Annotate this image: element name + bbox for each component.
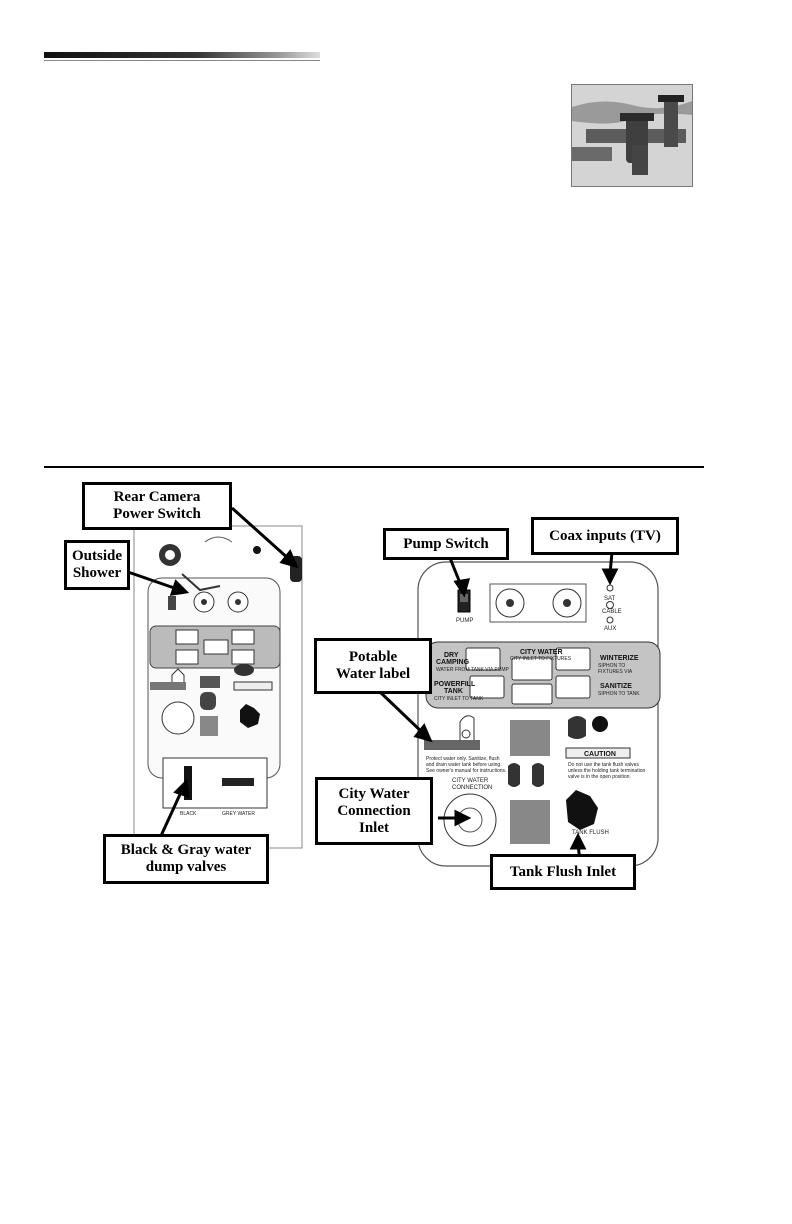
utility-center-figure: BLACK GREY WATER PUMP SAT CABLE AUX <box>0 470 792 910</box>
svg-text:valve is in the open position.: valve is in the open position. <box>568 774 631 780</box>
section-header-underline <box>44 60 320 61</box>
svg-text:CITY INLET TO TANK: CITY INLET TO TANK <box>434 696 484 702</box>
svg-text:WINTERIZE: WINTERIZE <box>600 655 639 662</box>
svg-text:SIPHON TO TANK: SIPHON TO TANK <box>598 691 640 697</box>
svg-text:DRY: DRY <box>444 652 459 659</box>
svg-text:SANITIZE: SANITIZE <box>600 683 632 690</box>
dump-valves-callout: Black & Gray water dump valves <box>103 834 269 884</box>
svg-text:CONNECTION: CONNECTION <box>452 785 492 791</box>
svg-text:CAMPING: CAMPING <box>436 659 470 666</box>
svg-text:TANK FLUSH: TANK FLUSH <box>572 830 609 836</box>
svg-text:WATER FROM TANK VIA PUMP: WATER FROM TANK VIA PUMP <box>436 667 510 673</box>
valve-photo <box>571 84 693 187</box>
svg-text:Do not use the tank flush valv: Do not use the tank flush valves <box>568 762 639 768</box>
tank-flush-inlet-callout: Tank Flush Inlet <box>490 854 636 890</box>
svg-text:GREY WATER: GREY WATER <box>222 811 255 817</box>
svg-text:SIPHON TO: SIPHON TO <box>598 663 625 669</box>
aux-label: AUX <box>604 626 616 632</box>
svg-text:CITY WATER: CITY WATER <box>520 649 563 656</box>
svg-text:See owner's manual for instruc: See owner's manual for instructions. <box>426 768 506 774</box>
outside-shower-callout: Outside Shower <box>64 540 130 590</box>
rear-camera-callout: Rear Camera Power Switch <box>82 482 232 530</box>
sat-label: SAT <box>604 596 616 602</box>
svg-text:CITY WATER: CITY WATER <box>452 778 489 784</box>
right-utility-panel: PUMP SAT CABLE AUX DRY CAMPING WATER FRO… <box>417 561 661 867</box>
city-water-inlet-callout: City Water Connection Inlet <box>315 777 433 845</box>
svg-text:TANK: TANK <box>444 688 463 695</box>
svg-text:POWERFILL: POWERFILL <box>434 681 476 688</box>
left-utility-panel: BLACK GREY WATER <box>133 525 303 849</box>
section-divider <box>44 466 704 468</box>
potable-water-callout: Potable Water label <box>314 638 432 694</box>
pump-switch-callout: Pump Switch <box>383 528 509 560</box>
svg-text:unless the holding tank termin: unless the holding tank termination <box>568 768 645 774</box>
svg-text:CITY INLET TO FIXTURES: CITY INLET TO FIXTURES <box>510 656 572 662</box>
svg-text:FIXTURES VIA: FIXTURES VIA <box>598 669 633 675</box>
callout-arrows <box>127 506 619 863</box>
pump-label: PUMP <box>456 618 473 624</box>
coax-inputs-callout: Coax inputs (TV) <box>531 517 679 555</box>
svg-text:BLACK: BLACK <box>180 811 197 817</box>
svg-text:Protect water only. Sanitize,: Protect water only. Sanitize, flush <box>426 756 500 762</box>
cable-label: CABLE <box>602 609 622 615</box>
svg-text:CAUTION: CAUTION <box>584 751 616 758</box>
svg-text:and drain water tank before us: and drain water tank before using. <box>426 762 502 768</box>
section-header-bar <box>44 52 320 58</box>
